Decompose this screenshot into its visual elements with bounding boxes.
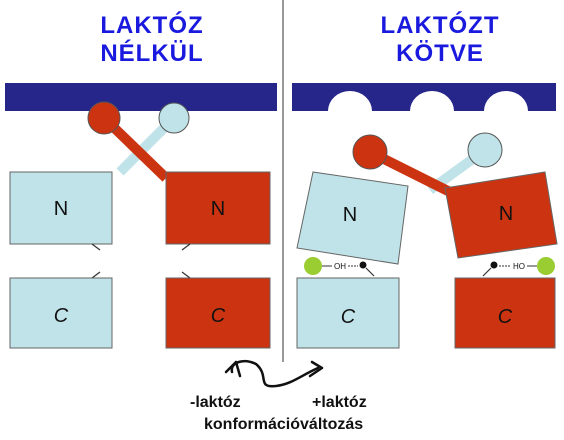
right-c-domain-red xyxy=(454,277,556,349)
right-ho-label: HO xyxy=(513,262,525,271)
right-title: LAKTÓZT KÖTVE xyxy=(360,12,520,68)
right-contact-line-left xyxy=(365,267,375,277)
left-title: LAKTÓZ NÉLKÜL xyxy=(72,12,232,68)
plus-lactose-label: +laktóz xyxy=(312,394,367,411)
right-n-domain-blue xyxy=(296,171,409,265)
left-c-domain-red xyxy=(165,277,271,349)
left-c-domain-blue xyxy=(9,277,113,349)
right-lactose-left xyxy=(304,257,322,275)
right-contact-dot-right xyxy=(490,261,498,269)
right-lactose-right xyxy=(537,257,555,275)
left-title-line2: NÉLKÜL xyxy=(100,40,204,67)
left-light-head xyxy=(158,102,190,134)
right-oh-label: OH xyxy=(334,262,346,271)
right-n-label-blue: N xyxy=(343,204,357,226)
conformation-arrow xyxy=(230,360,320,388)
left-n-domain-red xyxy=(165,171,271,245)
right-dna-bar xyxy=(292,83,556,111)
conformation-change-label: konformációváltozás xyxy=(204,416,364,433)
right-n-label-red: N xyxy=(499,203,513,225)
conformation-arrowhead-right xyxy=(308,360,324,378)
right-title-line1: LAKTÓZT xyxy=(380,12,500,39)
left-hook-3 xyxy=(181,243,191,251)
left-c-label-red: C xyxy=(211,305,226,327)
left-hook-4 xyxy=(181,271,191,279)
right-light-head xyxy=(467,132,503,168)
left-c-label-blue: C xyxy=(54,305,69,327)
left-hook-2 xyxy=(91,271,101,279)
left-hook-1 xyxy=(91,243,101,251)
right-c-label-red: C xyxy=(498,306,513,328)
minus-lactose-label: -laktóz xyxy=(190,394,241,411)
right-contact-dot-left xyxy=(359,261,367,269)
right-red-head xyxy=(352,134,388,170)
right-title-line2: KÖTVE xyxy=(396,40,484,67)
conformation-arrowhead-left xyxy=(224,360,242,378)
left-n-label-red: N xyxy=(211,198,225,220)
left-n-label-blue: N xyxy=(54,198,68,220)
right-c-label-blue: C xyxy=(341,306,356,328)
right-n-domain-red xyxy=(444,171,558,259)
right-contact-line-right xyxy=(482,267,492,277)
left-n-domain-blue xyxy=(9,171,113,245)
right-c-domain-blue xyxy=(296,277,400,349)
left-dna-bar xyxy=(5,83,277,111)
left-title-line1: LAKTÓZ xyxy=(100,12,204,39)
left-red-head xyxy=(87,101,121,135)
